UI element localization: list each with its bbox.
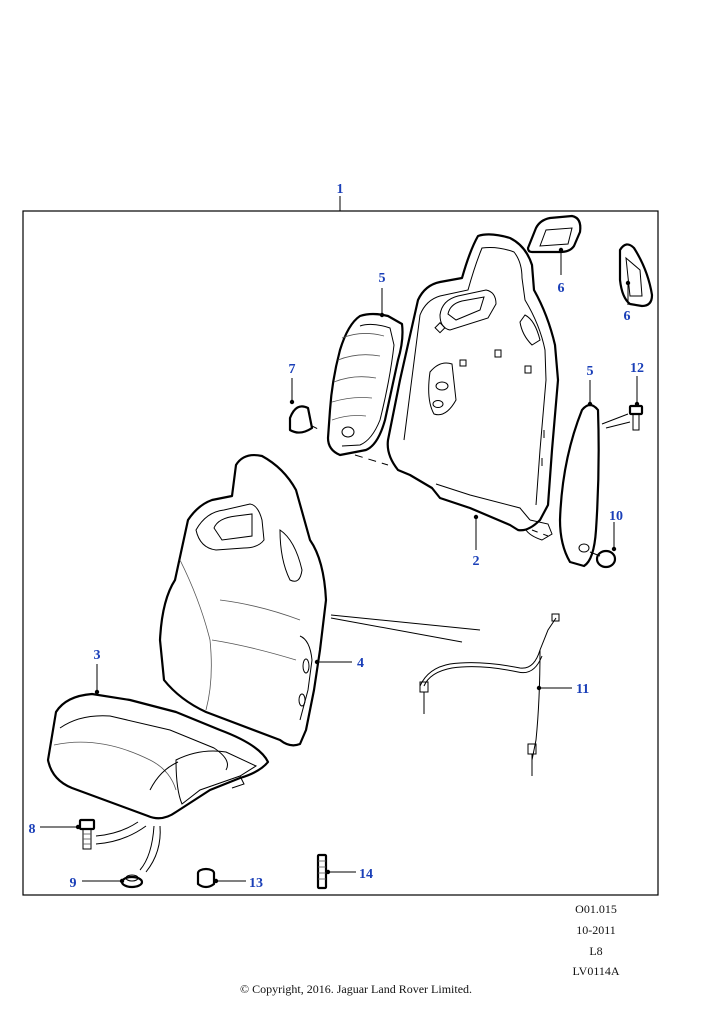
trim-cap: [288, 405, 314, 434]
svg-text:5: 5: [587, 364, 594, 379]
back-panel-trim-left: [326, 312, 404, 457]
svg-text:9: 9: [70, 876, 77, 891]
callout-6-top[interactable]: 6: [558, 247, 565, 296]
seat-cushion: [46, 692, 270, 820]
svg-text:10: 10: [609, 509, 623, 524]
svg-text:14: 14: [359, 867, 373, 882]
callout-12[interactable]: 12: [630, 361, 644, 407]
callout-13[interactable]: 13: [213, 876, 263, 891]
callout-10[interactable]: 10: [609, 509, 623, 552]
svg-text:1: 1: [337, 182, 344, 197]
seat-back-cover: [158, 453, 328, 747]
illustration-date: 10-2011: [576, 923, 616, 937]
callout-4[interactable]: 4: [314, 656, 364, 671]
svg-text:13: 13: [249, 876, 263, 891]
side-trim-panel: [558, 403, 600, 568]
callout-9[interactable]: 9: [70, 876, 125, 891]
wiring-harness: [419, 613, 560, 776]
svg-text:5: 5: [379, 271, 386, 286]
callout-6-side[interactable]: 6: [624, 280, 631, 324]
callout-14[interactable]: 14: [325, 867, 373, 882]
callout-11[interactable]: 11: [536, 682, 589, 697]
svg-text:7: 7: [289, 362, 296, 377]
callout-5-right[interactable]: 5: [587, 364, 594, 407]
grommet-part-9: [120, 825, 161, 889]
reference-number: LV0114A: [572, 964, 620, 978]
callout-5-left[interactable]: 5: [379, 271, 386, 318]
bolt-part-8: [78, 818, 147, 850]
callout-1[interactable]: 1: [337, 182, 344, 211]
headrest-guide-side: [618, 243, 654, 308]
bolt-part-12: [601, 404, 644, 431]
callout-7[interactable]: 7: [289, 362, 296, 405]
svg-text:3: 3: [94, 648, 101, 663]
illustration-code: O01.015: [575, 902, 617, 916]
svg-text:11: 11: [576, 682, 589, 697]
seat-back-frame: [386, 233, 560, 541]
callout-3[interactable]: 3: [94, 648, 101, 695]
svg-text:8: 8: [29, 822, 36, 837]
copyright-notice: © Copyright, 2016. Jaguar Land Rover Lim…: [239, 982, 473, 996]
plug-part-10: [589, 549, 617, 569]
model-code: L8: [589, 944, 603, 958]
svg-text:12: 12: [630, 361, 644, 376]
callout-8[interactable]: 8: [29, 822, 81, 837]
svg-text:6: 6: [624, 309, 631, 324]
assembly-lines: [309, 424, 549, 643]
svg-text:2: 2: [473, 554, 480, 569]
svg-text:6: 6: [558, 281, 565, 296]
stud-part-14: [316, 853, 328, 890]
spacer-part-13: [196, 867, 216, 889]
callout-2[interactable]: 2: [473, 514, 480, 569]
svg-text:4: 4: [357, 656, 364, 671]
headrest-guide-top: [526, 214, 582, 254]
